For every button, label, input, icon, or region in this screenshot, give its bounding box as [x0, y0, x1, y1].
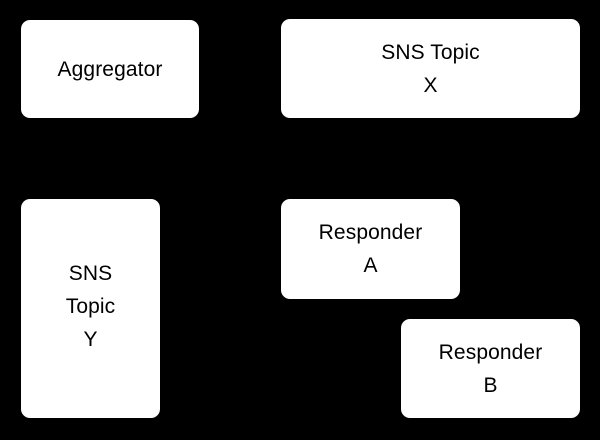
node-sns-topic-x[interactable]: SNS Topic X	[281, 19, 580, 118]
node-responder-a[interactable]: Responder A	[281, 199, 460, 299]
node-aggregator[interactable]: Aggregator	[21, 20, 199, 118]
node-sns-topic-x-label: SNS Topic X	[381, 40, 480, 97]
node-sns-topic-y[interactable]: SNS Topic Y	[21, 199, 160, 418]
node-aggregator-label: Aggregator	[57, 57, 163, 81]
node-responder-a-label: Responder A	[318, 221, 423, 277]
node-responder-b[interactable]: Responder B	[401, 319, 580, 418]
node-sns-topic-y-label: SNS Topic Y	[65, 262, 116, 351]
node-responder-b-label: Responder B	[438, 340, 543, 397]
